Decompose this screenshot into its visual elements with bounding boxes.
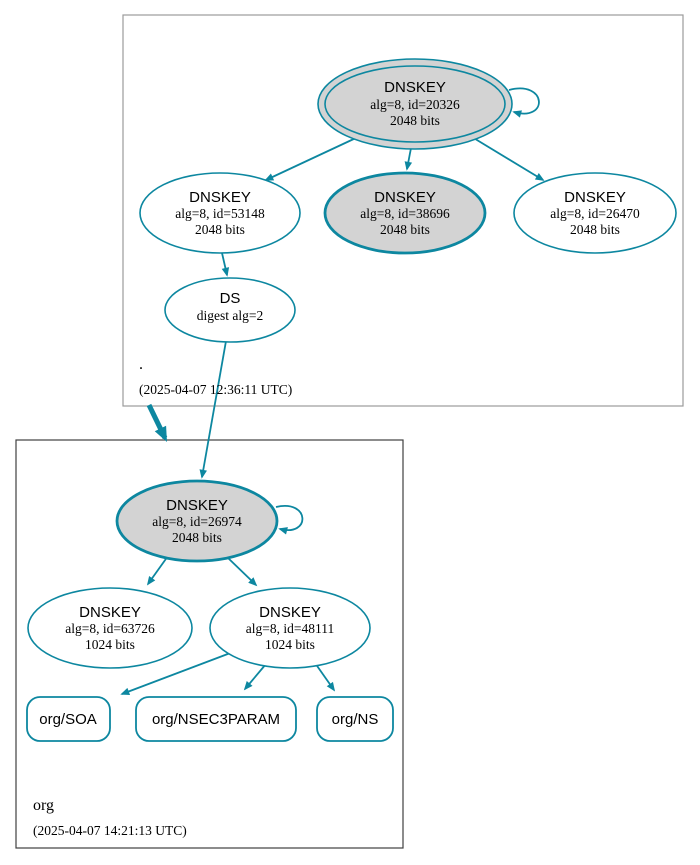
ds-node: DS digest alg=2	[164, 277, 296, 343]
org-zone-timestamp: (2025-04-07 14:21:13 UTC)	[33, 823, 187, 838]
edge-dnskey48111-to-org-ns	[314, 662, 336, 692]
edge-ksk20326-to-dnskey38696	[404, 147, 413, 171]
dnskey-node-53148: DNSKEY alg=8, id=53148 2048 bits	[139, 172, 301, 254]
node-alg: alg=8, id=20326	[370, 97, 460, 112]
node-alg: alg=8, id=48111	[246, 621, 334, 636]
edge-dnskey26974-to-dnskey63726	[146, 555, 169, 586]
node-title: DNSKEY	[79, 604, 141, 621]
node-bits: 2048 bits	[390, 113, 440, 128]
edge-dnskey26974-self-loop	[275, 504, 304, 535]
dnskey-node-26470: DNSKEY alg=8, id=26470 2048 bits	[513, 172, 677, 254]
org-zone-label: org	[33, 797, 54, 814]
node-bits: 2048 bits	[570, 222, 620, 237]
node-title: DNSKEY	[564, 189, 626, 206]
rrset-org-ns: org/NS	[316, 696, 394, 742]
node-alg: alg=8, id=38696	[360, 206, 450, 221]
node-bits: 1024 bits	[265, 637, 315, 652]
node-alg: alg=8, id=53148	[175, 206, 265, 221]
dnskey-node-38696: DNSKEY alg=8, id=38696 2048 bits	[323, 171, 487, 255]
edge-dnskey26974-to-dnskey48111	[226, 556, 258, 587]
node-bits: 1024 bits	[85, 637, 135, 652]
rrset-label: org/NS	[332, 711, 379, 728]
dnskey-node-20326: DNSKEY alg=8, id=20326 2048 bits	[317, 58, 513, 150]
node-title: DNSKEY	[166, 497, 228, 514]
node-bits: 2048 bits	[195, 222, 245, 237]
node-title: DS	[220, 290, 241, 307]
edge-ksk20326-to-dnskey26470	[471, 136, 545, 181]
dnskey-node-63726: DNSKEY alg=8, id=63726 1024 bits	[27, 587, 193, 669]
edge-dnskey48111-to-org-nsec3param	[243, 663, 267, 691]
root-zone-cluster-box	[122, 14, 684, 407]
node-title: DNSKEY	[374, 189, 436, 206]
rrset-org-soa: org/SOA	[26, 696, 111, 742]
node-title: DNSKEY	[384, 79, 446, 96]
dnskey-node-48111: DNSKEY alg=8, id=48111 1024 bits	[209, 587, 371, 669]
node-detail: digest alg=2	[197, 308, 263, 323]
edge-ksk20326-self-loop	[508, 87, 540, 118]
rrset-org-nsec3param: org/NSEC3PARAM	[135, 696, 297, 742]
node-bits: 2048 bits	[380, 222, 430, 237]
node-alg: alg=8, id=63726	[65, 621, 155, 636]
node-alg: alg=8, id=26974	[152, 514, 242, 529]
rrset-label: org/NSEC3PARAM	[152, 711, 280, 728]
edge-dnskey48111-to-org-soa	[120, 651, 234, 695]
root-zone-label: .	[139, 356, 143, 373]
edge-root-zone-to-org-zone	[146, 403, 168, 443]
node-alg: alg=8, id=26470	[550, 206, 640, 221]
edge-ds-to-dnskey26974	[199, 340, 227, 479]
edge-dnskey53148-to-ds	[221, 252, 230, 277]
inner-ellipse	[324, 65, 506, 143]
org-zone-cluster-box	[15, 439, 404, 849]
rrset-label: org/SOA	[39, 711, 97, 728]
node-bits: 2048 bits	[172, 530, 222, 545]
node-title: DNSKEY	[259, 604, 321, 621]
node-title: DNSKEY	[189, 189, 251, 206]
edge-ksk20326-to-dnskey53148	[264, 136, 359, 181]
root-zone-timestamp: (2025-04-07 12:36:11 UTC)	[139, 382, 292, 397]
dnskey-node-26974: DNSKEY alg=8, id=26974 2048 bits	[115, 479, 279, 563]
